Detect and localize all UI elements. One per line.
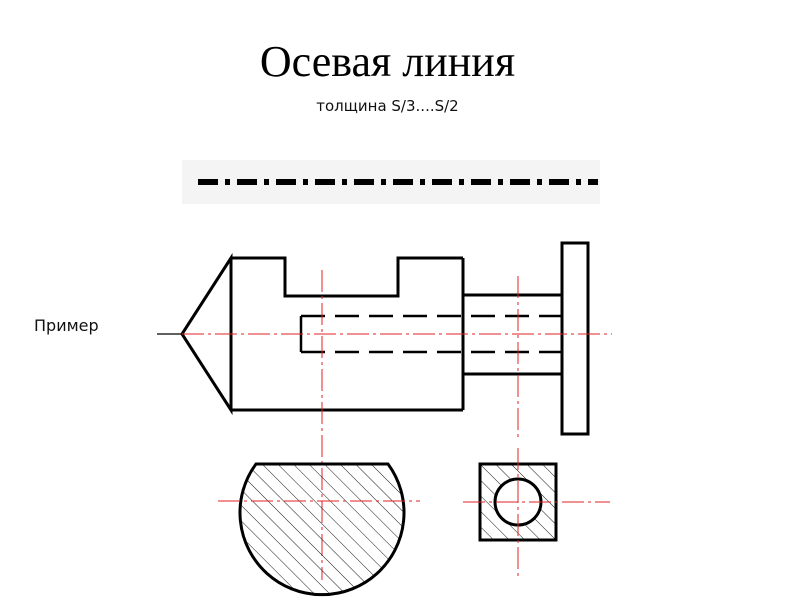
example-label: Пример xyxy=(34,316,99,335)
slide-title: Осевая линия xyxy=(259,37,516,86)
part-front-view xyxy=(180,241,590,436)
centerline-sample xyxy=(182,160,600,204)
square-section-hatching xyxy=(480,464,556,540)
section-square-with-hole xyxy=(463,448,610,576)
round-section-outline xyxy=(238,462,406,597)
section-round-profile xyxy=(218,462,420,597)
line-thickness-note: толщина S/3....S/2 xyxy=(316,97,459,115)
body-top-edge-with-slot xyxy=(231,256,463,298)
end-flange xyxy=(560,241,590,436)
round-section-hatching xyxy=(240,464,404,595)
